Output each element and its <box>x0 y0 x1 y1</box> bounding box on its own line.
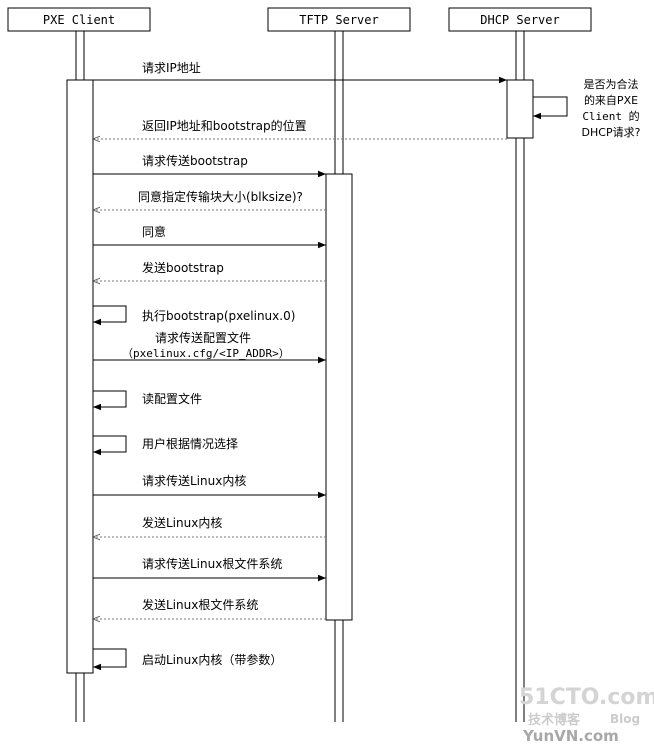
message-label: 请求传送Linux根文件系统 <box>142 556 282 571</box>
message-label: 请求传送Linux内核 <box>142 473 246 488</box>
message-label: 同意 <box>142 224 166 239</box>
message-label: 发送bootstrap <box>142 260 224 275</box>
message-agree: 同意 <box>93 224 326 249</box>
message-dhcp-self-check <box>533 96 568 120</box>
message-execute-bootstrap: 执行bootstrap(pxelinux.0) <box>93 305 295 326</box>
activation-dhcp-server <box>506 79 534 139</box>
activation-tftp-server <box>325 173 353 621</box>
watermark-domain: YunVN.com <box>522 727 619 745</box>
participant-dhcp-server: DHCP Server <box>448 7 592 32</box>
message-label: 用户根据情况选择 <box>142 436 238 451</box>
message-label: 请求IP地址 <box>142 61 201 75</box>
message-label: 启动Linux内核（带参数） <box>142 652 282 667</box>
activation-pxe-client <box>66 79 94 674</box>
message-label-detail: （pxelinux.cfg/<IP_ADDR>） <box>122 347 290 360</box>
message-request-bootstrap: 请求传送bootstrap <box>93 153 326 178</box>
message-request-ip: 请求IP地址 <box>93 61 507 84</box>
message-request-config: 请求传送配置文件 （pxelinux.cfg/<IP_ADDR>） <box>93 330 326 364</box>
message-label: 请求传送bootstrap <box>142 153 248 168</box>
message-label: 发送Linux根文件系统 <box>142 597 258 612</box>
message-label: 返回IP地址和bootstrap的位置 <box>142 118 307 133</box>
message-label: 读配置文件 <box>142 391 202 406</box>
message-send-rootfs: 发送Linux根文件系统 <box>93 597 326 619</box>
participant-pxe-client: PXE Client <box>7 7 151 32</box>
watermark-blog: Blog <box>610 712 640 726</box>
participant-label: PXE Client <box>43 13 115 27</box>
participant-label: DHCP Server <box>480 13 559 27</box>
message-send-bootstrap: 发送bootstrap <box>93 260 326 281</box>
dhcp-note: 是否为合法 的来自PXE Client 的 DHCP请求? <box>582 77 641 139</box>
watermark-site: 51CTO.com <box>519 685 654 710</box>
note-line: 是否为合法 <box>584 77 639 91</box>
watermark: 51CTO.com 技术博客 Blog YunVN.com <box>519 685 654 745</box>
message-request-kernel: 请求传送Linux内核 <box>93 473 326 499</box>
note-line: Client 的 <box>582 109 639 123</box>
watermark-sub: 技术博客 <box>528 712 581 728</box>
message-return-ip: 返回IP地址和bootstrap的位置 <box>93 118 507 139</box>
note-line: 的来自PXE <box>584 93 638 107</box>
message-blksize: 同意指定传输块大小(blksize)? <box>93 189 326 210</box>
message-label: 同意指定传输块大小(blksize)? <box>138 189 303 204</box>
message-send-kernel: 发送Linux内核 <box>93 515 326 537</box>
participant-tftp-server: TFTP Server <box>267 7 411 32</box>
note-line: DHCP请求? <box>582 126 641 139</box>
message-request-rootfs: 请求传送Linux根文件系统 <box>93 556 326 582</box>
message-label: 发送Linux内核 <box>142 515 222 530</box>
message-user-choice: 用户根据情况选择 <box>93 435 238 456</box>
message-read-config: 读配置文件 <box>93 390 202 411</box>
message-start-kernel: 启动Linux内核（带参数） <box>93 648 282 671</box>
participant-label: TFTP Server <box>299 13 378 27</box>
lifeline-dhcp-server <box>515 31 525 722</box>
message-label: 请求传送配置文件 <box>155 330 251 345</box>
message-label: 执行bootstrap(pxelinux.0) <box>142 309 295 323</box>
